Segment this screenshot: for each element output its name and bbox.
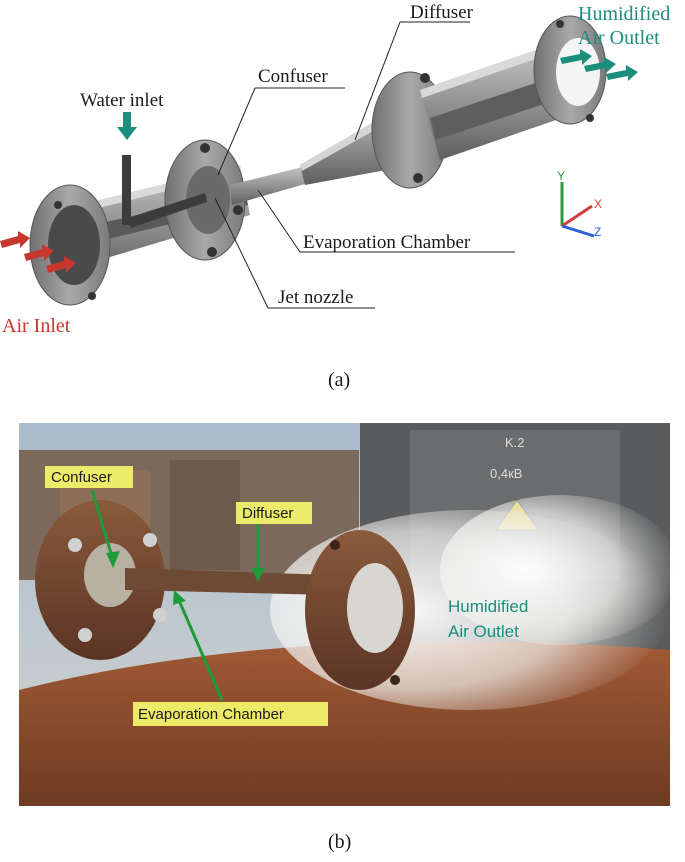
svg-text:Evaporation Chamber: Evaporation Chamber: [138, 706, 284, 723]
label-confuser: Confuser: [258, 66, 328, 87]
axis-y-label: Y: [557, 169, 565, 183]
left-flange: [29, 184, 111, 306]
photo-label-evaporation-chamber: Evaporation Chamber: [133, 702, 328, 726]
label-humidified-line1: Humidified: [578, 3, 670, 25]
sign-text-1: K.2: [505, 435, 525, 450]
water-inlet-arrow: [117, 112, 137, 140]
label-air-inlet: Air Inlet: [2, 315, 71, 337]
label-jet-nozzle: Jet nozzle: [278, 287, 353, 308]
water-inlet-pipe: [122, 155, 207, 228]
photo-label-humidified-line1: Humidified: [448, 597, 528, 616]
figure-b-photo: K.2 0,4кВ: [19, 423, 680, 853]
photo-label-humidified-line2: Air Outlet: [448, 622, 519, 641]
photo-pipe: [125, 568, 330, 595]
label-water-inlet: Water inlet: [80, 90, 164, 111]
axis-triad: Y X Z: [557, 169, 602, 239]
photo-annotation-arrows: [90, 489, 265, 701]
air-inlet-arrows: [0, 231, 76, 273]
photo-label-confuser: Confuser: [45, 466, 133, 488]
label-humidified-line2: Air Outlet: [578, 27, 660, 49]
svg-text:Confuser: Confuser: [51, 469, 112, 486]
figure-a-cad-drawing: Y X Z Diffuser Humidified Air Outlet Con…: [0, 2, 670, 391]
evaporation-chamber-pipe: [230, 165, 312, 205]
axis-x-label: X: [594, 197, 602, 211]
axis-z-label: Z: [594, 225, 601, 239]
sign-text-2: 0,4кВ: [490, 466, 522, 481]
label-evaporation-chamber: Evaporation Chamber: [303, 232, 471, 253]
caption-a: (a): [328, 369, 350, 391]
caption-b: (b): [328, 831, 351, 853]
outlet-arrows: [560, 49, 638, 81]
photo-label-diffuser: Diffuser: [236, 502, 312, 524]
photo-left-flange: [35, 500, 167, 660]
leader-lines: [214, 21, 515, 309]
svg-text:Diffuser: Diffuser: [242, 505, 293, 522]
label-diffuser: Diffuser: [410, 2, 474, 23]
photo-right-flange: [305, 530, 415, 690]
